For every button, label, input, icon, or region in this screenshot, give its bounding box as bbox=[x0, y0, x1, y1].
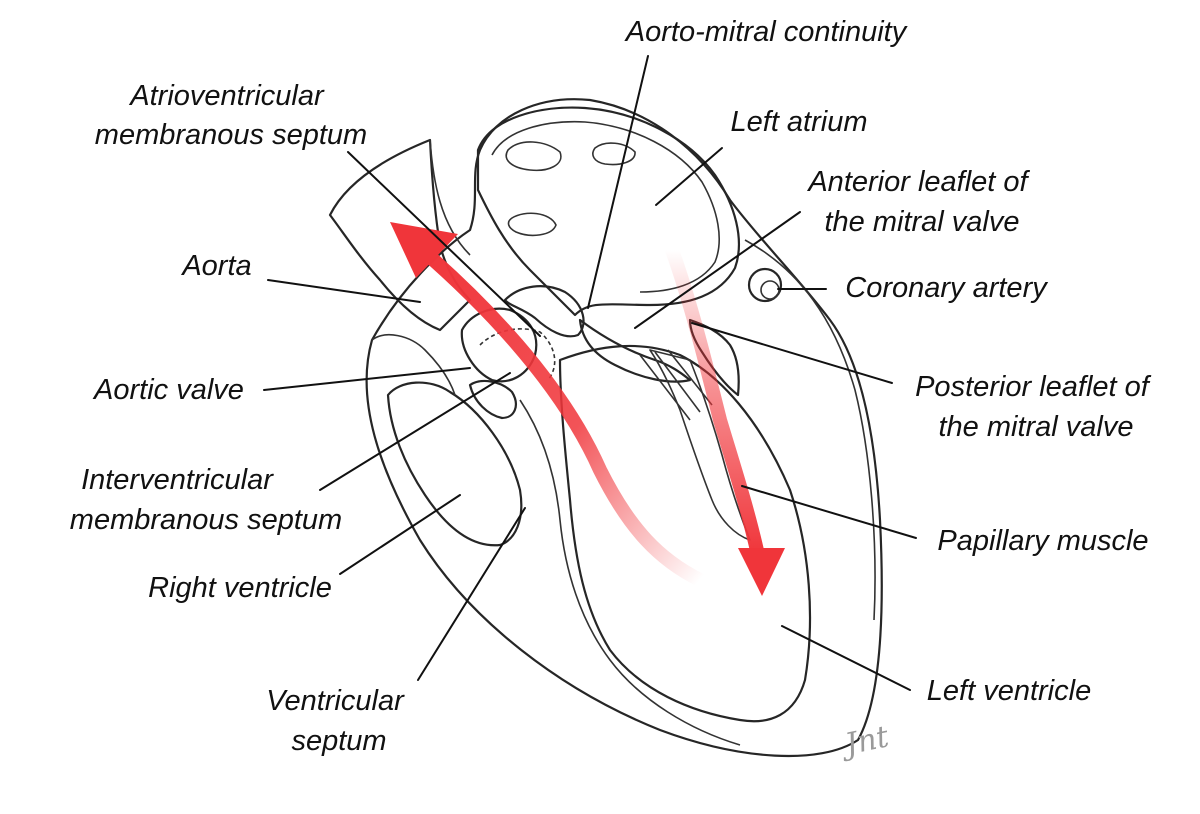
mitral-anterior-leaflet bbox=[578, 318, 692, 383]
label-iv-membranous-septum-line2: membranous septum bbox=[70, 504, 342, 536]
label-av-membranous-septum: Atrioventricular membranous septum bbox=[95, 80, 367, 151]
label-iv-membranous-septum-line1: Interventricular bbox=[81, 464, 274, 496]
label-ventricular-septum-line1: Ventricular bbox=[266, 685, 405, 717]
papillary-muscle-shape bbox=[649, 349, 751, 541]
left-atrium-wall bbox=[476, 106, 741, 317]
label-aorto-mitral-continuity: Aorto-mitral continuity bbox=[624, 16, 908, 48]
right-ventricle-cavity bbox=[386, 381, 523, 547]
inflow-arrow-shaft bbox=[665, 243, 765, 562]
heart-illustration bbox=[328, 98, 883, 758]
outflow-arrow-shaft bbox=[413, 241, 707, 587]
label-aortic-valve: Aortic valve bbox=[92, 374, 244, 406]
heart-outline bbox=[365, 98, 883, 758]
inflow-arrowhead bbox=[738, 548, 785, 596]
label-posterior-leaflet-line2: the mitral valve bbox=[938, 411, 1133, 443]
label-left-ventricle: Left ventricle bbox=[927, 675, 1091, 707]
labels: Aorto-mitral continuity Atrioventricular… bbox=[70, 16, 1157, 764]
ventricular-septum-band bbox=[519, 399, 741, 746]
label-ventricular-septum-line2: septum bbox=[291, 725, 386, 757]
label-aorta: Aorta bbox=[180, 250, 251, 282]
label-left-atrium: Left atrium bbox=[731, 106, 868, 138]
leader-lines bbox=[263, 55, 917, 691]
label-posterior-leaflet: Posterior leaflet of the mitral valve bbox=[915, 371, 1157, 443]
label-ventricular-septum: Ventricular septum bbox=[266, 685, 412, 757]
label-right-ventricle: Right ventricle bbox=[148, 572, 332, 604]
label-papillary-muscle: Papillary muscle bbox=[937, 525, 1148, 557]
label-iv-membranous-septum: Interventricular membranous septum bbox=[70, 464, 342, 536]
label-av-membranous-septum-line2: membranous septum bbox=[95, 119, 367, 151]
flow-arrows bbox=[390, 222, 785, 596]
outflow-arrowhead bbox=[390, 222, 458, 278]
label-anterior-leaflet-line2: the mitral valve bbox=[824, 206, 1019, 238]
left-ventricle-cavity bbox=[558, 344, 812, 723]
label-posterior-leaflet-line1: Posterior leaflet of bbox=[915, 371, 1152, 403]
artist-signature: Jnt bbox=[836, 719, 893, 764]
label-anterior-leaflet: Anterior leaflet of the mitral valve bbox=[806, 166, 1035, 238]
label-coronary-artery: Coronary artery bbox=[845, 272, 1048, 304]
coronary-artery-shape bbox=[747, 267, 783, 303]
label-av-membranous-septum-line1: Atrioventricular bbox=[128, 80, 325, 112]
label-anterior-leaflet-line1: Anterior leaflet of bbox=[806, 166, 1030, 198]
